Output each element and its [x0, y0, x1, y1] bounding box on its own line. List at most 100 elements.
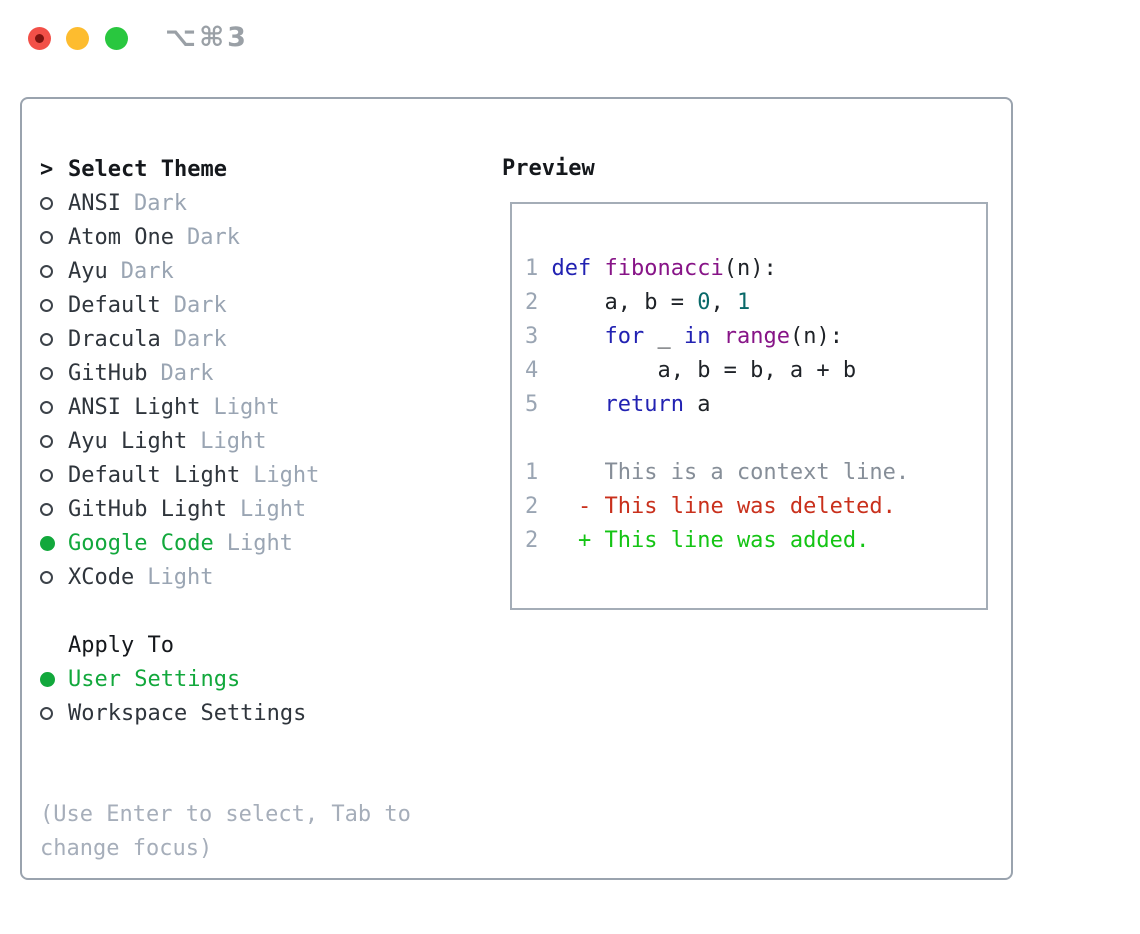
token-kw: return: [604, 392, 684, 417]
apply-option-label: User Settings: [68, 666, 241, 692]
theme-variant-badge: Dark: [173, 326, 227, 352]
minimize-button[interactable]: [66, 27, 89, 50]
theme-option-xcode-light[interactable]: XCode Light: [40, 560, 411, 594]
radio-icon: [40, 434, 53, 448]
theme-option-ayu-light-light[interactable]: Ayu Light Light: [40, 424, 411, 458]
code-line: 1 def fibonacci(n):: [525, 252, 986, 286]
help-text-line-2: change focus): [40, 836, 213, 861]
theme-name: Default: [68, 292, 161, 318]
apply-to-label: Apply To: [68, 632, 174, 658]
radio-selected-icon: [40, 535, 55, 551]
code-line: [525, 422, 986, 456]
token-ln: 4: [525, 358, 552, 383]
theme-variant-badge: Light: [226, 530, 293, 556]
radio-icon: [40, 196, 53, 210]
token-kw: in: [683, 324, 711, 349]
theme-variant-badge: Light: [147, 564, 214, 590]
radio-icon: [40, 502, 53, 516]
apply-option-user-settings[interactable]: User Settings: [40, 662, 411, 696]
theme-variant-badge: Light: [200, 428, 267, 454]
theme-name: ANSI Light: [68, 394, 201, 420]
token-pl: ,: [710, 290, 737, 315]
theme-option-ansi-light-light[interactable]: ANSI Light Light: [40, 390, 411, 424]
token-pl: [538, 528, 578, 553]
token-pl: [552, 324, 605, 349]
token-ln: 1: [525, 460, 539, 485]
token-ln: 2: [525, 494, 539, 519]
radio-icon: [40, 298, 53, 312]
code-line: 2 a, b = 0, 1: [525, 286, 986, 320]
token-pl: a: [683, 392, 711, 417]
token-ln: 5: [525, 392, 552, 417]
apply-option-workspace-settings[interactable]: Workspace Settings: [40, 696, 411, 730]
radio-icon: [40, 468, 53, 482]
preview-header: Preview: [502, 155, 595, 181]
token-pl: a, b =: [551, 290, 698, 315]
zoom-button[interactable]: [105, 27, 128, 50]
theme-name: Atom One: [68, 224, 174, 250]
theme-variant-badge: Light: [213, 394, 280, 420]
token-pl: a, b = b, a + b: [551, 358, 857, 383]
radio-icon: [40, 264, 53, 278]
window-title: ⌥⌘3: [165, 22, 249, 53]
radio-icon: [40, 570, 53, 584]
token-pl: [538, 494, 578, 519]
theme-option-ayu-dark[interactable]: Ayu Dark: [40, 254, 411, 288]
token-ln: 3: [525, 324, 552, 349]
theme-variant-badge: Dark: [120, 258, 174, 284]
token-pl: _: [644, 324, 684, 349]
token-pl: [710, 324, 723, 349]
theme-name: ANSI: [68, 190, 121, 216]
select-theme-label: Select Theme: [68, 156, 227, 182]
token-ln: 1: [525, 256, 552, 281]
spacer: [40, 764, 411, 798]
theme-name: Ayu Light: [68, 428, 188, 454]
prompt-arrow-icon: >: [40, 156, 54, 182]
apply-option-label: Workspace Settings: [68, 700, 307, 726]
theme-name: XCode: [68, 564, 135, 590]
select-theme-header: > Select Theme: [40, 152, 411, 186]
radio-icon: [40, 230, 53, 244]
theme-option-atom-one-dark[interactable]: Atom One Dark: [40, 220, 411, 254]
close-button[interactable]: [28, 27, 51, 50]
token-fn: range: [723, 324, 790, 349]
theme-name: Default Light: [68, 462, 241, 488]
spacer: [40, 594, 411, 628]
token-ln: 2: [525, 528, 539, 553]
theme-name: Ayu: [68, 258, 108, 284]
token-del: - This line was deleted.: [578, 494, 896, 519]
apply-to-header: Apply To: [40, 628, 411, 662]
radio-selected-icon: [40, 671, 55, 687]
token-pl: [552, 392, 605, 417]
token-pl: (n):: [723, 256, 777, 281]
token-lit: 0: [697, 290, 711, 315]
help-text-line-1: (Use Enter to select, Tab to: [40, 802, 411, 827]
token-kw: for: [604, 324, 645, 349]
theme-variant-badge: Dark: [186, 224, 240, 250]
token-fn: fibonacci: [604, 256, 724, 281]
token-kw: def: [551, 256, 605, 281]
radio-icon: [40, 332, 53, 346]
theme-variant-badge: Dark: [160, 360, 214, 386]
token-pl: (n):: [789, 324, 843, 349]
spacer: [40, 730, 411, 764]
radio-icon: [40, 400, 53, 414]
code-line: 5 return a: [525, 388, 986, 422]
radio-icon: [40, 706, 53, 720]
code-line: 3 for _ in range(n):: [525, 320, 986, 354]
code-line: 2 - This line was deleted.: [525, 490, 986, 524]
token-add: + This line was added.: [578, 528, 870, 553]
code-line: 1 This is a context line.: [525, 456, 986, 490]
